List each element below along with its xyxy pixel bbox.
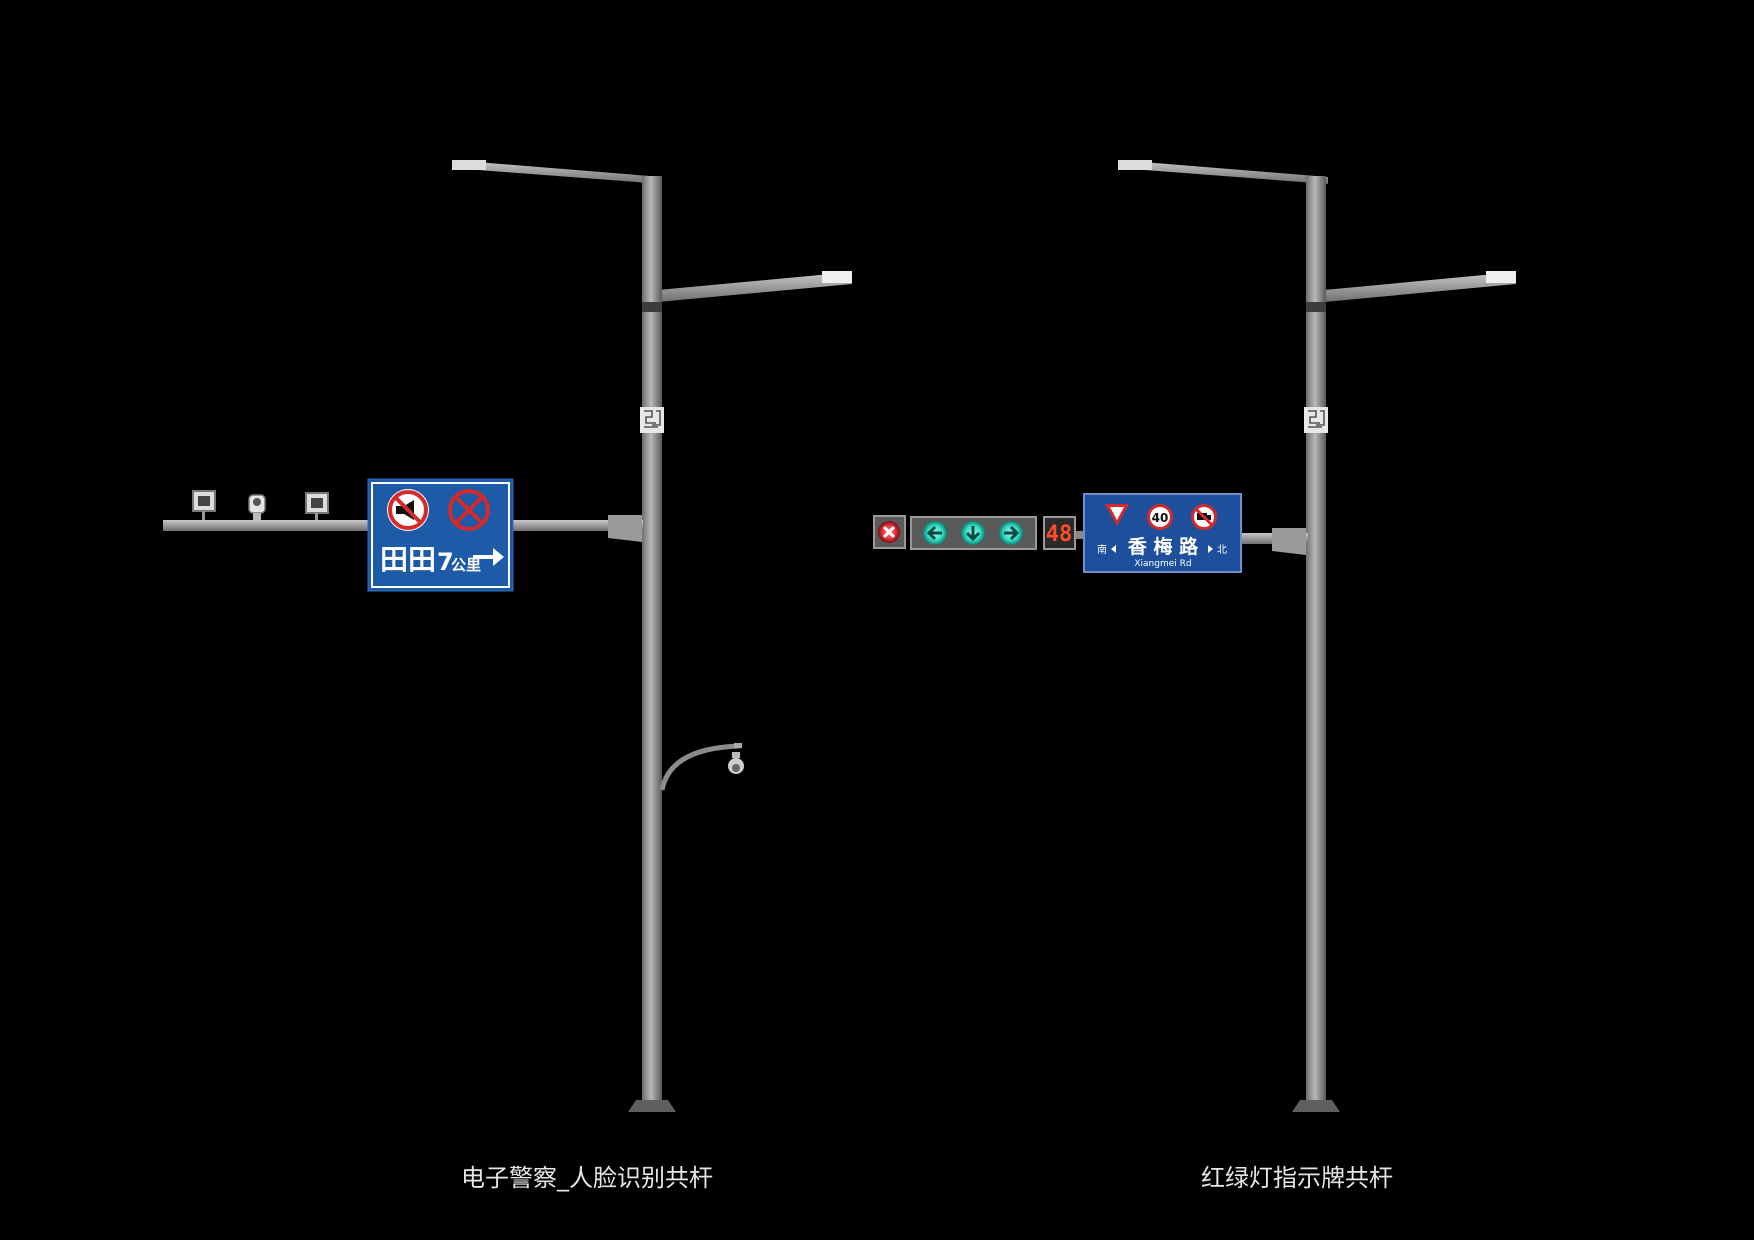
green-left-arrow xyxy=(923,521,947,545)
road-name-english: Xiangmei Rd xyxy=(1134,559,1191,569)
direction-south: 南 xyxy=(1097,543,1107,556)
right-triangle-icon xyxy=(1208,545,1213,553)
road-name: 香 梅 路 xyxy=(1127,535,1199,558)
speed-limit-sign: 40 xyxy=(1147,504,1173,530)
lower-lamp-head xyxy=(1486,271,1516,283)
pole-base xyxy=(1292,1100,1340,1112)
camera-box-icon xyxy=(192,490,216,520)
countdown-value: 48 xyxy=(1046,522,1073,547)
green-down-arrow xyxy=(961,521,985,545)
upper-lamp-head xyxy=(452,160,486,170)
sign-destination: 田田 xyxy=(380,543,436,576)
sign-distance-unit: 公里 xyxy=(451,556,481,574)
arrow-signals xyxy=(910,516,1037,550)
right-pole-caption: 红绿灯指示牌共杆 xyxy=(1201,1164,1393,1192)
red-cross-signal xyxy=(873,515,906,549)
upper-lamp-head xyxy=(1118,160,1152,170)
arm-mount xyxy=(608,515,642,542)
no-trucks-sign xyxy=(1191,504,1217,530)
bullet-camera-icon xyxy=(248,494,266,520)
pole-shaft xyxy=(642,176,662,1110)
camera-box-icon xyxy=(305,492,329,520)
sign-distance: 7 xyxy=(437,548,454,576)
right-arrow-icon xyxy=(473,548,504,566)
upper-lamp-arm xyxy=(452,160,662,184)
countdown-display: 48 xyxy=(1043,516,1076,550)
lower-lamp-head xyxy=(822,271,852,283)
left-pole-caption: 电子警察_人脸识别共杆 xyxy=(461,1164,713,1192)
pole-shaft xyxy=(1306,176,1326,1110)
right-road-sign: 40 香 梅 路 南 北 Xiangmei Rd xyxy=(1083,493,1242,573)
dome-camera-icon xyxy=(728,752,744,774)
pattern-bracket-icon xyxy=(1304,407,1328,433)
yield-sign xyxy=(1105,504,1129,526)
no-honking-sign xyxy=(387,489,429,531)
left-triangle-icon xyxy=(1111,545,1116,553)
arm-mount xyxy=(1272,528,1306,555)
dome-camera-arm xyxy=(659,743,741,791)
direction-north: 北 xyxy=(1217,544,1227,556)
lower-lamp-arm xyxy=(1324,272,1516,302)
right-pole-assembly: 48 40 香 梅 路 南 xyxy=(873,160,1516,1112)
lower-lamp-arm xyxy=(658,272,852,302)
upper-lamp-arm xyxy=(1118,160,1328,184)
pattern-bracket-icon xyxy=(640,407,664,433)
speed-limit-value: 40 xyxy=(1152,511,1169,525)
left-road-sign: 田田 7 公里 xyxy=(367,478,514,592)
left-pole-assembly: 田田 7 公里 xyxy=(163,160,852,1112)
no-stopping-sign xyxy=(448,489,490,531)
green-right-arrow xyxy=(999,521,1023,545)
pole-base xyxy=(628,1100,676,1112)
